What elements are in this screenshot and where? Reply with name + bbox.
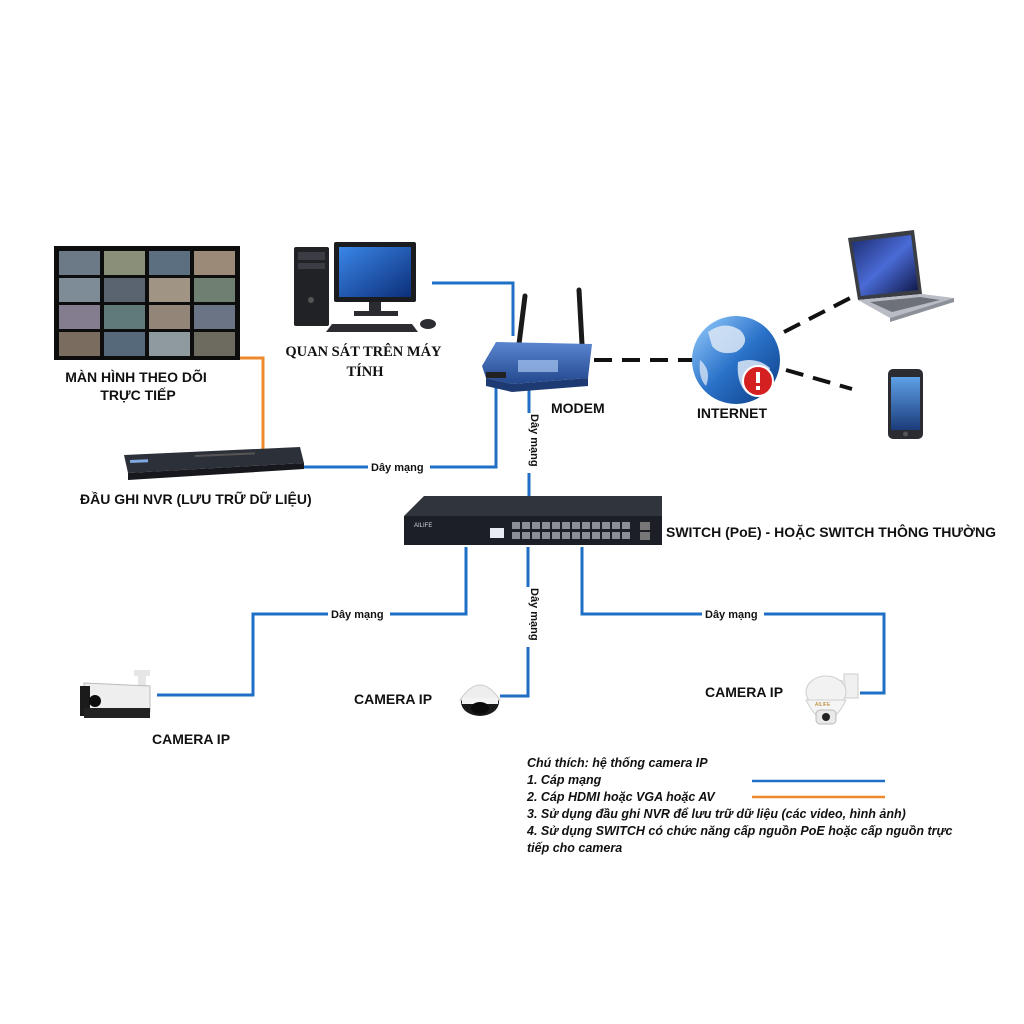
pc-label-line1: QUAN SÁT TRÊN MÁY bbox=[285, 343, 442, 360]
pc-computer bbox=[294, 242, 436, 332]
camera-feed-tile bbox=[104, 305, 145, 329]
camera-feed-tile bbox=[59, 305, 100, 329]
link-internet-phone bbox=[785, 368, 853, 391]
switch-port bbox=[592, 522, 600, 529]
switch-port bbox=[562, 522, 570, 529]
legend-item-1: 1. Cáp mạng bbox=[527, 773, 602, 787]
laptop bbox=[848, 230, 954, 322]
internet-label: INTERNET bbox=[697, 405, 767, 421]
legend: Chú thích: hệ thống camera IP 1. Cáp mạn… bbox=[526, 756, 952, 855]
nvr-label: ĐẦU GHI NVR (LƯU TRỮ DỮ LIỆU) bbox=[80, 490, 312, 507]
link-internet-laptop bbox=[783, 292, 859, 334]
camera-feed-tile bbox=[194, 332, 235, 356]
camera-feed-tile bbox=[149, 332, 190, 356]
cable-pc-modem bbox=[432, 281, 515, 336]
switch-port bbox=[512, 522, 520, 529]
switch-port bbox=[602, 522, 610, 529]
monitor-wall-label-line2: TRỰC TIẾP bbox=[100, 387, 175, 403]
cable-label-switch-cam-right: Dây mạng bbox=[705, 609, 758, 621]
modem-label: MODEM bbox=[551, 400, 605, 416]
smartphone bbox=[888, 369, 923, 439]
switch-port bbox=[572, 522, 580, 529]
camera-right-label: CAMERA IP bbox=[705, 684, 783, 700]
camera-feed-tile bbox=[194, 305, 235, 329]
legend-item-5: tiếp cho camera bbox=[527, 841, 622, 855]
cable-nvr-modem bbox=[304, 383, 498, 469]
poe-switch: AILIFE bbox=[404, 496, 662, 545]
switch-port bbox=[542, 522, 550, 529]
switch-port bbox=[612, 532, 620, 539]
switch-port bbox=[612, 522, 620, 529]
camera-feed-tile bbox=[149, 278, 190, 302]
switch-brand-text: AILIFE bbox=[414, 523, 432, 529]
switch-port bbox=[552, 522, 560, 529]
switch-port bbox=[542, 532, 550, 539]
internet-globe bbox=[692, 316, 780, 404]
camera-feed-tile bbox=[59, 251, 100, 275]
legend-item-2: 2. Cáp HDMI hoặc VGA hoặc AV bbox=[526, 790, 716, 804]
switch-port bbox=[522, 532, 530, 539]
modem-router bbox=[482, 287, 592, 392]
camera-feed-tile bbox=[59, 332, 100, 356]
camera-feed-tile bbox=[104, 251, 145, 275]
nvr-recorder bbox=[124, 447, 304, 480]
camera-feed-tile bbox=[149, 251, 190, 275]
monitor-wall-label-line1: MÀN HÌNH THEO DÕI bbox=[65, 368, 207, 385]
camera-feed-tile bbox=[104, 278, 145, 302]
ptz-camera-right: AILIFE bbox=[805, 673, 859, 725]
legend-title: Chú thích: hệ thống camera IP bbox=[527, 756, 708, 770]
switch-label: SWITCH (PoE) - HOẶC SWITCH THÔNG THƯỜNG bbox=[666, 523, 996, 540]
switch-port bbox=[602, 532, 610, 539]
switch-port bbox=[622, 532, 630, 539]
camera-center-label: CAMERA IP bbox=[354, 691, 432, 707]
camera-feed-tile bbox=[104, 332, 145, 356]
cable-label-switch-cam-center: Dây mạng bbox=[528, 588, 540, 641]
switch-ports bbox=[512, 522, 630, 539]
switch-port bbox=[552, 532, 560, 539]
cable-label-switch-cam-left: Dây mạng bbox=[331, 609, 384, 621]
bullet-camera-left bbox=[80, 670, 151, 718]
camera-feed-tile bbox=[194, 251, 235, 275]
switch-port bbox=[522, 522, 530, 529]
camera-feed-tile bbox=[59, 278, 100, 302]
monitor-wall bbox=[54, 246, 240, 360]
switch-port bbox=[592, 532, 600, 539]
cable-label-modem-switch: Dây mạng bbox=[528, 414, 540, 467]
switch-port bbox=[582, 532, 590, 539]
switch-port bbox=[582, 522, 590, 529]
legend-item-4: 4. Sử dụng SWITCH có chức năng cấp nguồn… bbox=[526, 824, 952, 838]
switch-port bbox=[512, 532, 520, 539]
cable-labels: Dây mạng Dây mạng Dây mạng Dây mạng Dây … bbox=[328, 413, 764, 647]
dome-camera-center bbox=[459, 684, 501, 716]
camera-feed-tile bbox=[149, 305, 190, 329]
camera-left-label: CAMERA IP bbox=[152, 731, 230, 747]
switch-port bbox=[532, 522, 540, 529]
switch-port bbox=[572, 532, 580, 539]
legend-item-3: 3. Sử dụng đầu ghi NVR để lưu trữ dữ liệ… bbox=[527, 807, 906, 821]
pc-label: QUAN SÁT TRÊN MÁY TÍNH bbox=[285, 343, 444, 380]
pc-label-line2: TÍNH bbox=[346, 363, 384, 380]
cable-switch-cam-left bbox=[157, 547, 468, 697]
monitor-wall-label: MÀN HÌNH THEO DÕI TRỰC TIẾP bbox=[65, 368, 210, 403]
cable-label-nvr-modem: Dây mạng bbox=[371, 462, 424, 474]
camera-feed-tile bbox=[194, 278, 235, 302]
switch-port bbox=[532, 532, 540, 539]
camera-brand-text: AILIFE bbox=[815, 702, 831, 708]
cable-switch-cam-right bbox=[580, 547, 886, 695]
camera-feed-tiles bbox=[59, 251, 235, 356]
switch-port bbox=[622, 522, 630, 529]
switch-port bbox=[562, 532, 570, 539]
